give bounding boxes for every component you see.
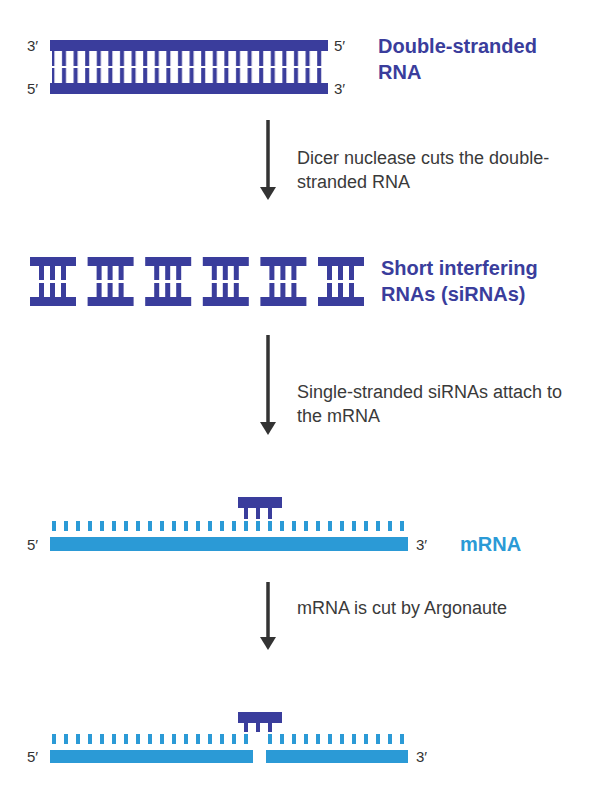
- arrow-shaft: [266, 335, 270, 423]
- mrna-strand: [50, 537, 408, 551]
- base-ticks: [52, 51, 326, 66]
- sirna-duplex: [88, 257, 134, 306]
- strand-end-label: 3′: [27, 38, 38, 53]
- strand-end-label: 3′: [416, 537, 427, 552]
- sirna-strand: [238, 497, 282, 508]
- molecule-stage: Short interfering RNAs (siRNAs): [20, 200, 580, 335]
- molecule-label: mRNA: [460, 531, 540, 557]
- mrna-with-sirna: [50, 497, 408, 551]
- base-ticks: [52, 68, 326, 83]
- arrow-head: [260, 637, 276, 650]
- step-label: Dicer nuclease cuts the double-stranded …: [297, 146, 582, 195]
- sirna-duplex: [260, 257, 306, 306]
- molecule-label: Short interfering RNAs (siRNAs): [381, 255, 586, 307]
- base-tick: [268, 723, 272, 732]
- base-ticks: [266, 734, 406, 744]
- process-arrow: [260, 335, 276, 435]
- step-label: mRNA is cut by Argonaute: [297, 596, 582, 620]
- process-arrow: [260, 120, 276, 200]
- process-arrow: [260, 582, 276, 650]
- molecule-stage: 3′ 5′ 5′ 3′ Double-stranded RNA: [20, 22, 580, 120]
- sirna-duplex: [203, 257, 249, 306]
- step-label: Single-stranded siRNAs attach to the mRN…: [297, 380, 582, 429]
- base-tick: [268, 508, 272, 519]
- molecule-label: Double-stranded RNA: [378, 33, 558, 85]
- base-tick: [244, 723, 248, 732]
- molecule-stage: 5′ 3′: [20, 650, 440, 775]
- mrna-fragment: [266, 750, 408, 763]
- base-ticks: [52, 734, 250, 744]
- cut-mrna: [50, 712, 408, 763]
- arrow-head: [260, 422, 276, 435]
- sirna-duplex: [30, 257, 76, 306]
- molecule-stage: 5′ 3′ mRNA: [20, 435, 545, 582]
- strand-end-label: 5′: [27, 749, 38, 764]
- strand-end-label: 5′: [27, 81, 38, 96]
- arrow-shaft: [266, 120, 270, 188]
- strand-end-label: 5′: [334, 38, 345, 53]
- rna-strand: [50, 40, 328, 51]
- arrow-shaft: [266, 582, 270, 638]
- double-stranded-rna: [50, 40, 328, 94]
- sirna-strand: [238, 712, 282, 723]
- strand-end-label: 3′: [334, 81, 345, 96]
- sirna-duplex: [318, 257, 364, 306]
- arrow-head: [260, 187, 276, 200]
- base-ticks: [52, 521, 406, 531]
- base-tick: [244, 508, 248, 519]
- base-tick: [256, 508, 260, 519]
- rna-strand: [50, 83, 328, 94]
- sirna-fragments: [30, 257, 364, 306]
- strand-end-label: 5′: [27, 537, 38, 552]
- sirna-duplex: [145, 257, 191, 306]
- base-tick: [256, 723, 260, 732]
- mrna-fragment: [50, 750, 253, 763]
- strand-end-label: 3′: [416, 749, 427, 764]
